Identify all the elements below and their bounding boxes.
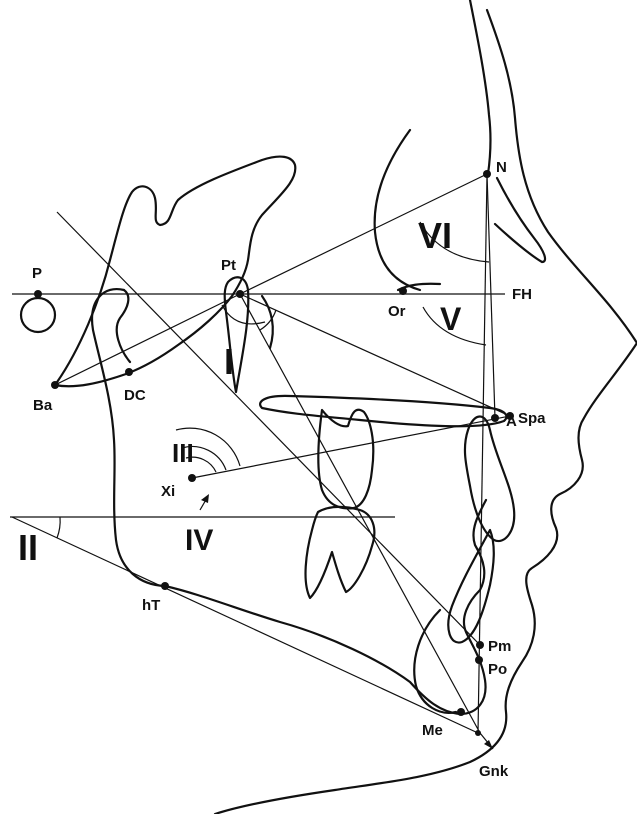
angle-arc-III-inner [185, 456, 217, 473]
label-Spa: Spa [518, 410, 546, 427]
label-Gnk: Gnk [479, 763, 509, 780]
palate [259, 394, 508, 428]
label-Pt: Pt [221, 257, 236, 274]
angle-label-III: III [172, 438, 194, 468]
label-Po: Po [488, 661, 507, 678]
line-ba-to-pt [54, 293, 241, 386]
label-A: A [506, 413, 517, 430]
nasal-bone [493, 176, 547, 264]
angle-label-I: I [224, 341, 234, 382]
angle-arc-V [422, 306, 487, 346]
line-n-to-a [486, 173, 496, 419]
point-Gnk [475, 730, 481, 736]
point-Xi [188, 474, 196, 482]
mandible [90, 287, 488, 716]
orbit-contour [373, 128, 422, 292]
point-N [483, 170, 491, 178]
point-DC [125, 368, 133, 376]
point-Or [399, 287, 407, 295]
point-Po [475, 656, 483, 664]
label-FH: FH [512, 286, 532, 303]
line-pt-to-gnk [239, 293, 481, 734]
porion-circle [19, 296, 57, 334]
angle-arc-I-inner [221, 304, 266, 325]
angle-arc-II [56, 516, 61, 539]
label-hT: hT [142, 597, 160, 614]
point-P [34, 290, 42, 298]
frontal-nasal-contour [468, 0, 492, 176]
upper-molar [317, 408, 375, 510]
angle-arc-I [259, 309, 277, 331]
point-Pm [476, 641, 484, 649]
angle-arc-VI [419, 221, 490, 263]
lower-molar [304, 505, 376, 600]
label-DC: DC [124, 387, 146, 404]
line-xi-to-pm [56, 211, 481, 646]
cranial-base [53, 155, 297, 388]
soft-tissue-profile [213, 8, 637, 814]
line-n-to-pt [239, 173, 488, 295]
label-P: P [32, 265, 42, 282]
symphysis [413, 608, 458, 714]
point-A [491, 414, 499, 422]
line-pt-to-spa [239, 293, 511, 417]
angle-arc-III-mid [181, 445, 227, 471]
angle-label-II: II [18, 527, 38, 568]
point-hT [161, 582, 169, 590]
label-Me: Me [422, 722, 443, 739]
label-Or: Or [388, 303, 406, 320]
point-Spa [506, 412, 514, 420]
angle-arc-III-outer [175, 427, 241, 467]
lower-incisor [447, 528, 495, 644]
point-Me [457, 708, 465, 716]
mandible-ramus-inner [115, 288, 132, 364]
iv-arrowhead [201, 494, 209, 503]
point-Ba [51, 381, 59, 389]
label-Xi: Xi [161, 483, 175, 500]
gnk-arrowhead [484, 740, 493, 749]
mandibular-plane-line [11, 516, 479, 734]
angle-label-VI: VI [418, 215, 452, 256]
facial-line-n-to-gnk [477, 173, 488, 734]
pterygoid-plate [260, 294, 274, 350]
label-N: N [496, 159, 507, 176]
pterygoid-fissure [223, 276, 250, 394]
label-Ba: Ba [33, 397, 53, 414]
upper-incisor [463, 415, 516, 543]
label-Pm: Pm [488, 638, 511, 655]
angle-label-V: V [440, 301, 462, 337]
angle-label-IV: IV [185, 524, 213, 557]
point-Pt [236, 290, 244, 298]
